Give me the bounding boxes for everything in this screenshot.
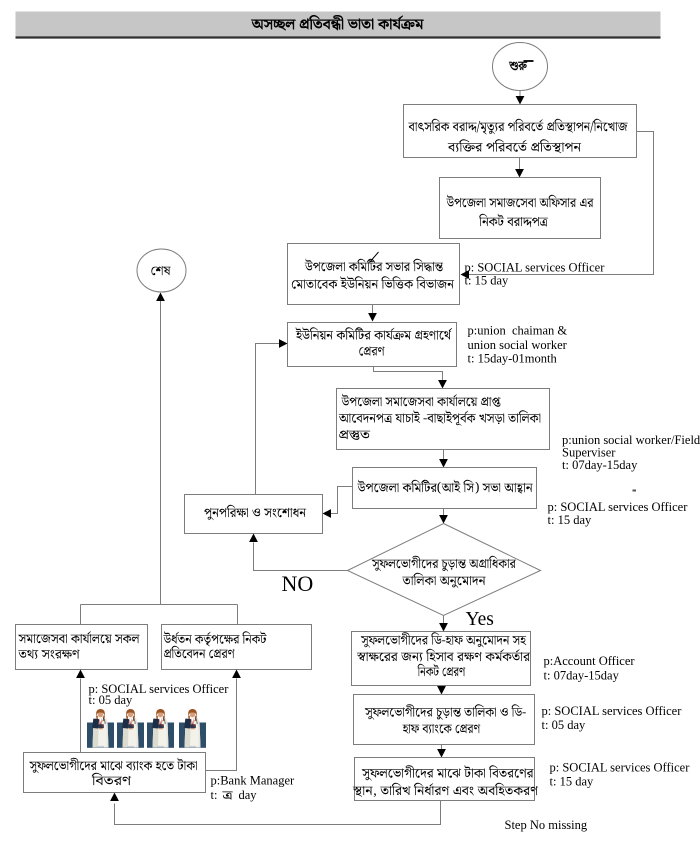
- svg-text:p: SOCIAL services Officer: p: SOCIAL services Officer: [465, 261, 606, 275]
- svg-text:t: 07day-15day: t: 07day-15day: [562, 458, 638, 472]
- svg-text:p:Bank Manager: p:Bank Manager: [211, 774, 295, 788]
- svg-text:day: day: [239, 788, 258, 802]
- svg-text:union social worker: union social worker: [468, 338, 568, 352]
- svg-text:t: 15day-01month: t: 15day-01month: [468, 352, 558, 366]
- svg-text:p: SOCIAL services Officer: p: SOCIAL services Officer: [542, 704, 683, 718]
- svg-text:t: 05 day: t: 05 day: [542, 718, 586, 732]
- svg-text:t: 15 day: t: 15 day: [548, 513, 592, 527]
- svg-text:p: SOCIAL services Officer: p: SOCIAL services Officer: [550, 761, 691, 775]
- svg-text:Superviser: Superviser: [562, 446, 616, 460]
- svg-text:Yes: Yes: [466, 609, 494, 630]
- svg-text:NO: NO: [282, 571, 314, 596]
- svg-text:p:Account Officer: p:Account Officer: [544, 654, 636, 668]
- svg-text:t: 15 day: t: 15 day: [550, 775, 594, 789]
- svg-text:t: 07day-15day: t: 07day-15day: [544, 669, 620, 683]
- svg-text:p: SOCIAL services Officer: p: SOCIAL services Officer: [89, 682, 230, 696]
- svg-text:p:union social worker/Field: p:union social worker/Field: [562, 433, 700, 447]
- svg-text:Step No missing: Step No missing: [505, 818, 588, 832]
- svg-text:t:: t:: [211, 788, 218, 802]
- svg-text:t: 05 day: t: 05 day: [89, 693, 133, 707]
- svg-text:p:union chaiman &: p:union chaiman &: [468, 324, 568, 338]
- svg-text:t: 15 day: t: 15 day: [465, 274, 509, 288]
- svg-text:p: SOCIAL services Officer: p: SOCIAL services Officer: [548, 500, 689, 514]
